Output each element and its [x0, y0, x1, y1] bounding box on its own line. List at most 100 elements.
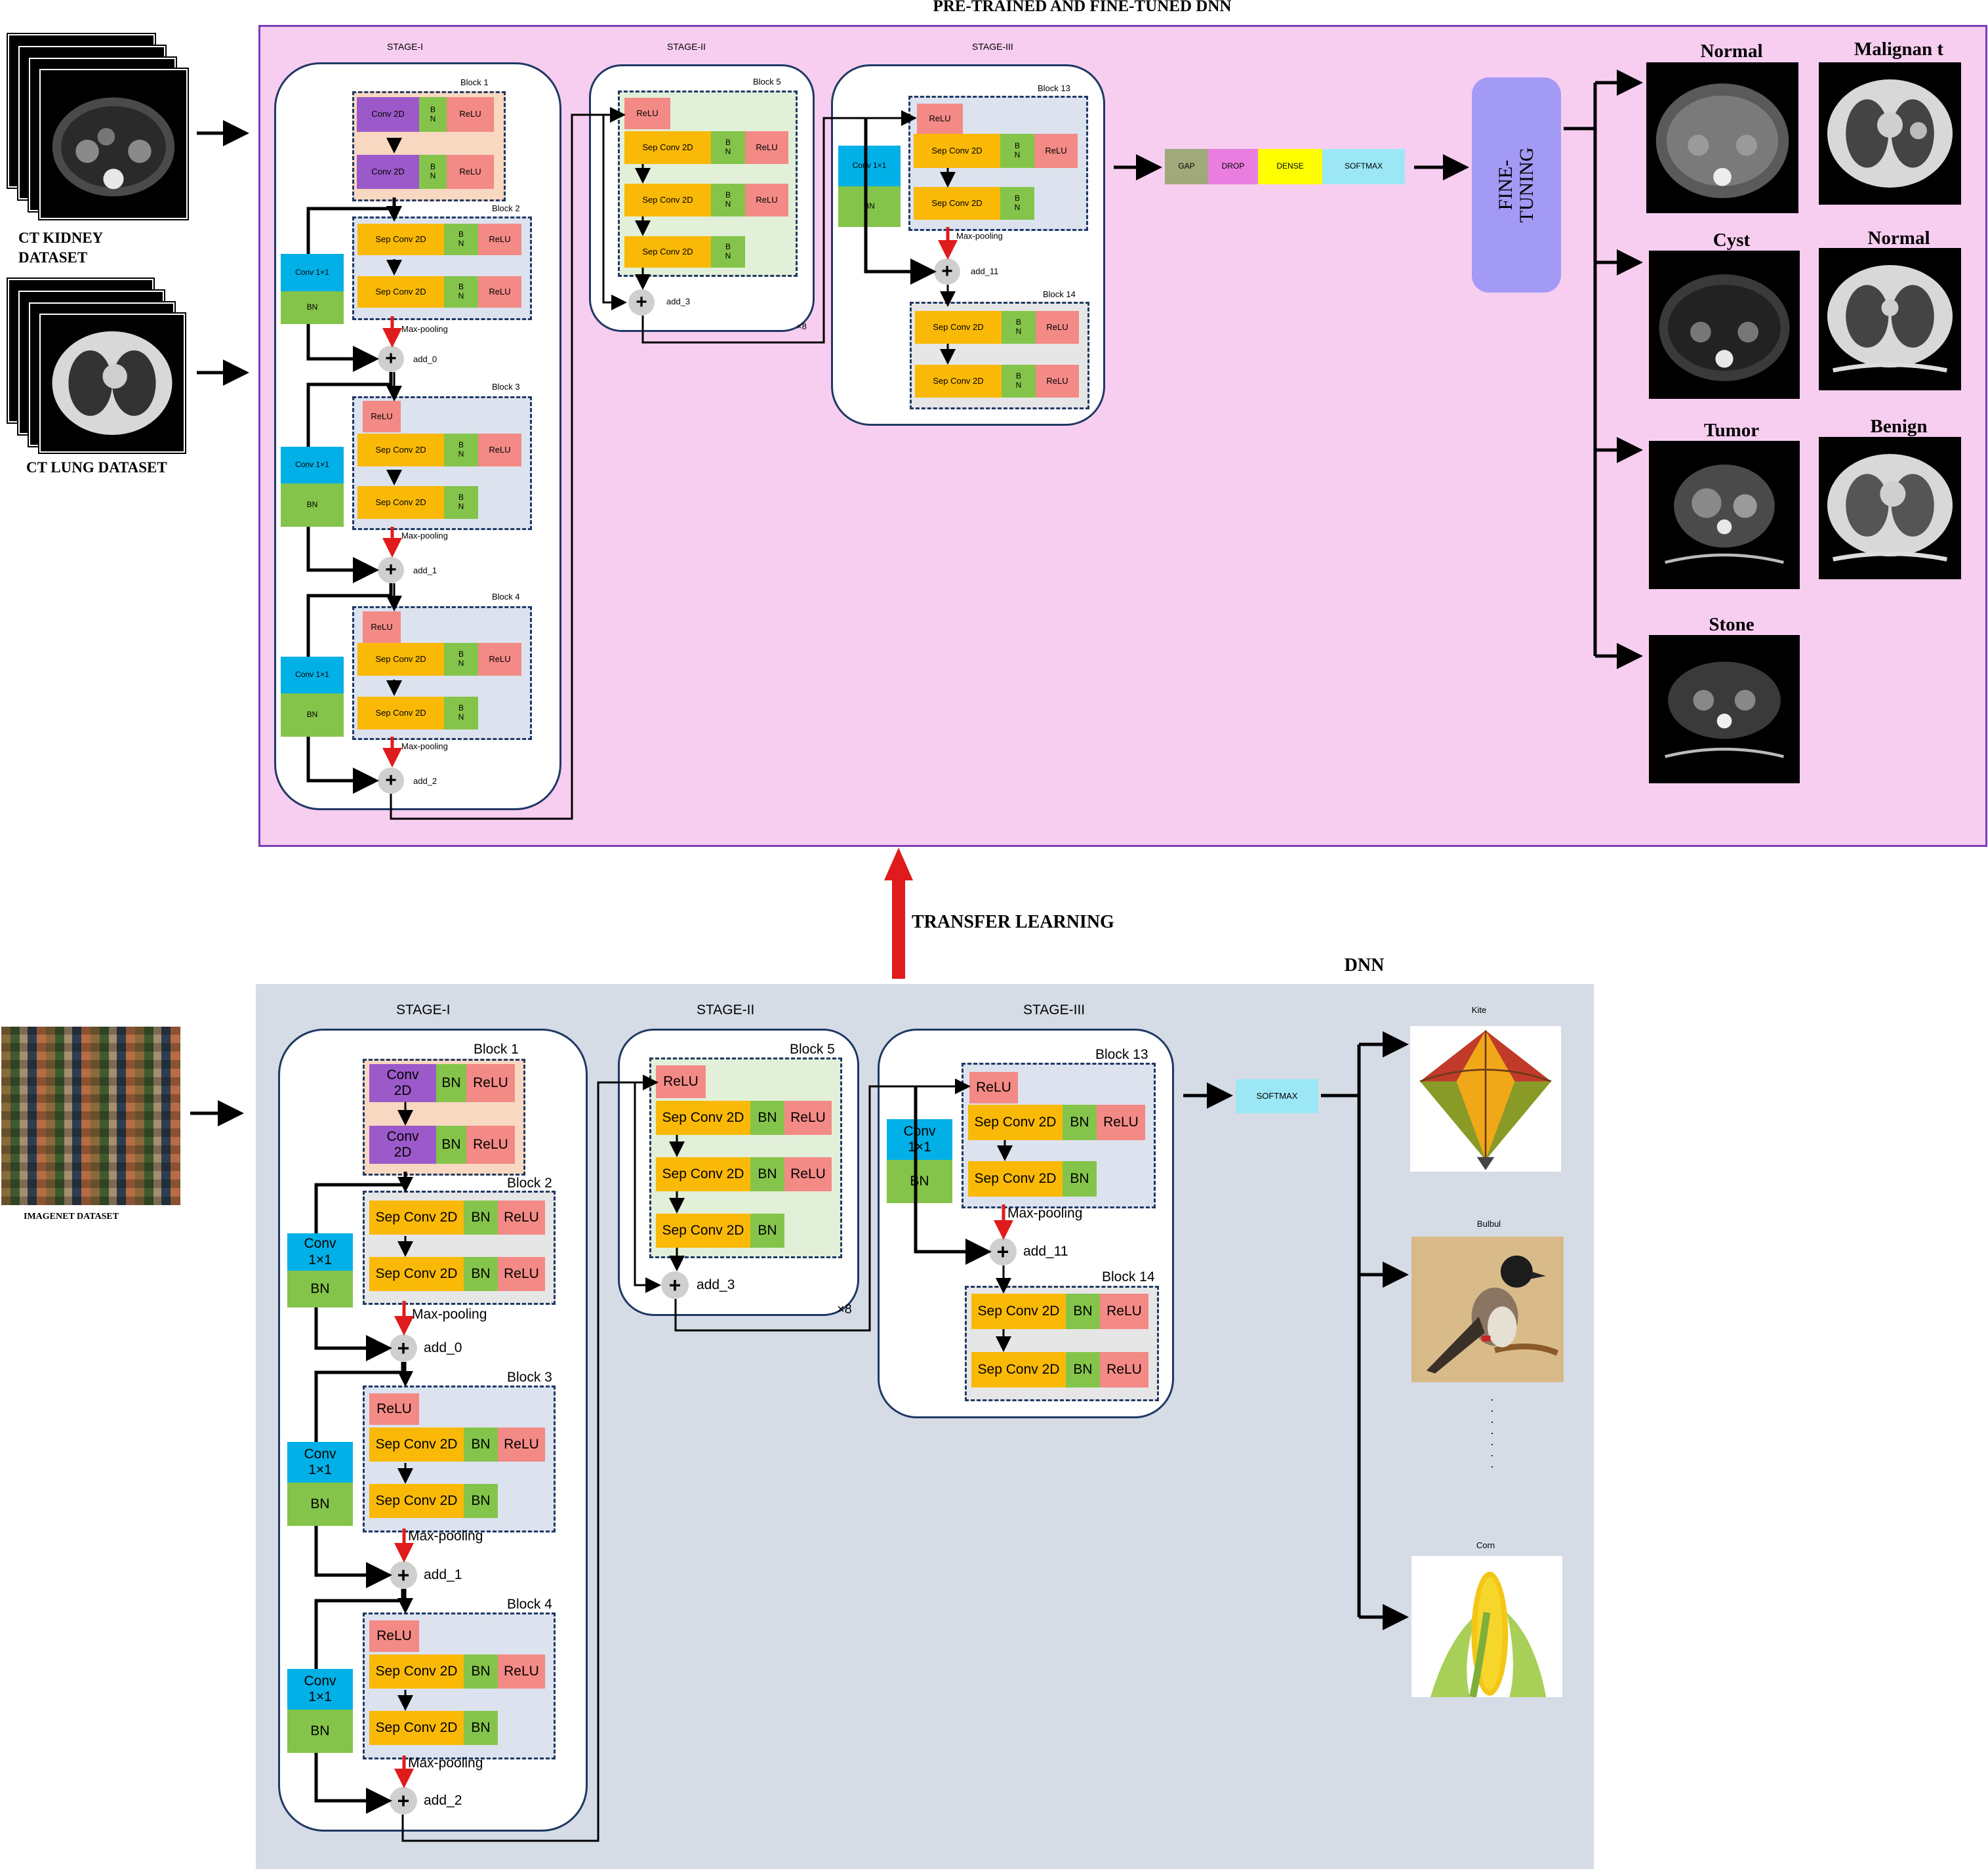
transfer-learning-arrow: [884, 848, 913, 979]
lung-benign-label: Benign: [1870, 416, 1928, 437]
top-b1-bn-2: B N: [419, 155, 447, 189]
bottom-b4-bn-2: BN: [464, 1711, 498, 1745]
kidney-tumor-label: Tumor: [1703, 420, 1760, 441]
transfer-arrow-shaft: [892, 879, 905, 979]
top-add0-node: +: [378, 346, 404, 372]
bottom-b2-bn-skip: BN: [287, 1271, 353, 1307]
finetuning-label-wrap: FINE-TUNING: [1472, 77, 1561, 293]
finetuning-box: [1472, 77, 1561, 293]
kidney-scan-front: [38, 68, 189, 220]
top-b5-sep-1: Sep Conv 2D: [624, 131, 711, 164]
bottom-block5-label: Block 5: [790, 1042, 835, 1057]
bottom-add11-node: +: [989, 1238, 1017, 1265]
bottom-b14-relu-1: ReLU: [1100, 1294, 1148, 1329]
top-b4-sep-2: Sep Conv 2D: [357, 697, 444, 729]
bottom-b4-relu-top: ReLU: [369, 1620, 419, 1652]
bottom-b3-bn-skip: BN: [287, 1483, 353, 1526]
bottom-b1-bn-2: BN: [436, 1126, 466, 1164]
top-b3-relu-1: ReLU: [478, 434, 521, 466]
top-b1-relu-2: ReLU: [447, 155, 494, 189]
lung-normal-label: Normal: [1867, 228, 1930, 249]
top-title: PRE-TRAINED AND FINE-TUNED DNN: [933, 0, 1232, 15]
kidney-stone-label: Stone: [1709, 614, 1755, 635]
bottom-b14-sep-1: Sep Conv 2D: [971, 1294, 1066, 1329]
lung-normal-image: [1819, 248, 1961, 390]
bottom-block4-label: Block 4: [507, 1597, 552, 1612]
top-b13-relu-top: ReLU: [917, 104, 963, 134]
bottom-b3-sep-1: Sep Conv 2D: [369, 1427, 464, 1462]
bottom-b1-bn-1: BN: [436, 1064, 466, 1102]
top-block5-label: Block 5: [753, 77, 781, 87]
top-b2-sep-1: Sep Conv 2D: [357, 224, 444, 255]
top-b3-relu-top: ReLU: [363, 401, 401, 432]
bottom-b4-bn-1: BN: [464, 1654, 498, 1689]
top-stage3-label: STAGE-III: [972, 41, 1013, 52]
top-b5-relu-top: ReLU: [624, 98, 670, 129]
bottom-b1-conv2d-1: Conv 2D: [369, 1064, 436, 1102]
bottom-b14-bn-2: BN: [1066, 1352, 1100, 1387]
bottom-b14-sep-2: Sep Conv 2D: [971, 1352, 1066, 1387]
top-b3-bn-1: B N: [444, 434, 478, 466]
top-b1-relu-1: ReLU: [447, 97, 494, 132]
bottom-b5-bn-3: BN: [750, 1214, 784, 1248]
top-b2-sep-2: Sep Conv 2D: [357, 276, 444, 308]
kite-label: Kite: [1471, 1005, 1487, 1015]
bottom-b4-relu-1: ReLU: [498, 1654, 545, 1689]
bottom-add11-label: add_11: [1023, 1244, 1068, 1259]
bottom-b2-sep-2: Sep Conv 2D: [369, 1257, 464, 1291]
top-softmax-layer: SOFTMAX: [1322, 149, 1405, 184]
kidney-dataset-label: CT KIDNEY DATASET: [18, 230, 103, 266]
top-b13-bn-1: B N: [1000, 134, 1034, 168]
bottom-add0-label: add_0: [424, 1340, 462, 1355]
bottom-x8-label: ×8: [837, 1302, 852, 1317]
bottom-b1-relu-1: ReLU: [466, 1064, 515, 1102]
top-add3-label: add_3: [666, 297, 691, 306]
bottom-b5-sep-2: Sep Conv 2D: [656, 1157, 750, 1191]
top-block14-label: Block 14: [1043, 289, 1076, 299]
top-b5-relu-2: ReLU: [745, 184, 788, 216]
top-b3-conv1x1: Conv 1×1: [281, 447, 344, 483]
bottom-b14-bn-1: BN: [1066, 1294, 1100, 1329]
bottom-b1-conv2d-2: Conv 2D: [369, 1126, 436, 1164]
bottom-b3-bn-2: BN: [464, 1484, 498, 1518]
bottom-add2-label: add_2: [424, 1793, 462, 1808]
bottom-b5-bn-1: BN: [750, 1101, 784, 1135]
more-classes-dots: · · · · · · ·: [1490, 1393, 1494, 1473]
bottom-b2-bn-1: BN: [464, 1201, 498, 1235]
bottom-b14-relu-2: ReLU: [1100, 1352, 1148, 1387]
top-add0-label: add_0: [413, 354, 437, 364]
top-stage2-label: STAGE-II: [667, 41, 706, 52]
lung-dataset-label: CT LUNG DATASET: [26, 459, 167, 476]
top-add11-label: add_11: [971, 266, 999, 276]
bottom-b2-conv1x1: Conv 1×1: [287, 1233, 353, 1271]
corn-label: Corn: [1476, 1540, 1495, 1550]
bottom-b3-relu-1: ReLU: [498, 1427, 545, 1462]
top-add3-node: +: [628, 289, 655, 316]
bottom-stage1-label: STAGE-I: [396, 1002, 451, 1017]
bottom-b4-sep-2: Sep Conv 2D: [369, 1711, 464, 1745]
bottom-title: DNN: [1344, 955, 1385, 976]
bottom-b13-sep-2: Sep Conv 2D: [968, 1161, 1063, 1197]
lung-benign-image: [1819, 437, 1961, 579]
finetuning-label: FINE-TUNING: [1495, 147, 1537, 223]
lung-malignant-image: [1819, 62, 1961, 205]
top-b1-conv2d-2: Conv 2D: [357, 155, 419, 189]
top-x8-label: ×8: [797, 321, 807, 331]
top-b13-conv1x1: Conv 1×1: [838, 146, 901, 186]
top-b5-bn-1: B N: [711, 131, 745, 164]
top-maxpool3-label: Max-pooling: [401, 741, 448, 751]
top-b14-bn-2: B N: [1002, 365, 1036, 398]
kidney-cyst-label: Cyst: [1713, 230, 1751, 251]
bottom-block3-label: Block 3: [507, 1370, 552, 1385]
top-b2-bn-1: B N: [444, 224, 478, 255]
top-b13-bn-skip: BN: [838, 186, 901, 227]
bottom-b13-bn-2: BN: [1063, 1161, 1097, 1197]
bottom-softmax-layer: SOFTMAX: [1236, 1079, 1318, 1113]
kidney-normal-image: [1646, 62, 1798, 213]
top-b4-bn-1: B N: [444, 643, 478, 676]
bottom-maxpool3-label: Max-pooling: [408, 1756, 483, 1771]
bottom-b2-bn-2: BN: [464, 1257, 498, 1291]
top-b4-sep-1: Sep Conv 2D: [357, 643, 444, 676]
top-b2-bn-skip: BN: [281, 291, 344, 324]
bottom-b4-bn-skip: BN: [287, 1710, 353, 1753]
